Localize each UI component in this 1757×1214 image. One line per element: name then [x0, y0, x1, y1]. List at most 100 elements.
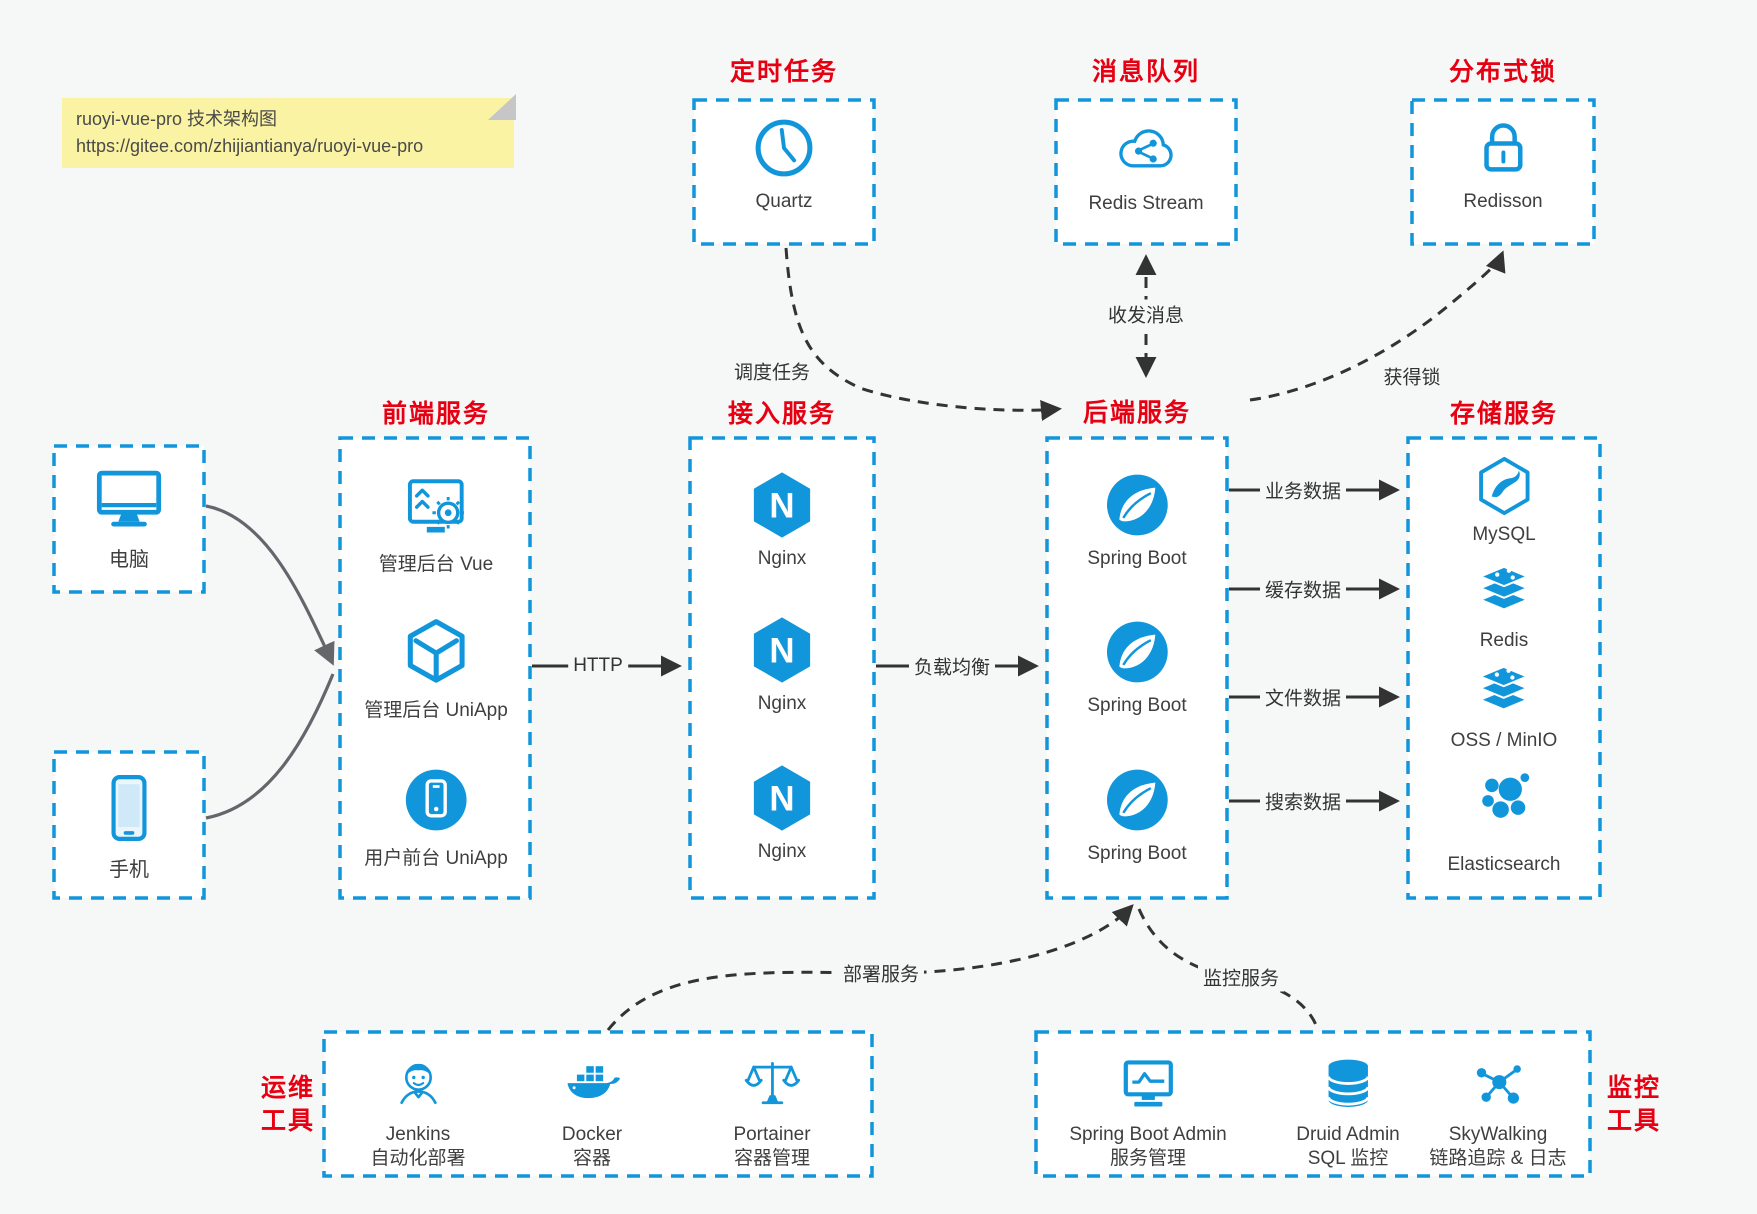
schedule-arrow [784, 247, 1062, 421]
node-label: Jenkins 自动化部署 [370, 1124, 466, 1169]
node-quartz: Quartz [748, 112, 820, 213]
spring-icon [1106, 769, 1168, 831]
group-title-backend: 后端服务 [1082, 399, 1192, 427]
node-label: SkyWalking 链路追踪 & 日志 [1429, 1124, 1567, 1169]
cloud-stream-icon [1118, 129, 1173, 168]
spring-icon [1106, 474, 1168, 536]
edge-label-messages: 收发消息 [1102, 299, 1190, 329]
node-label: Docker 容器 [561, 1124, 623, 1169]
node-label: Nginx [757, 841, 807, 862]
node-user-uniapp: 用户前台 UniApp [364, 764, 508, 870]
node-label: Redisson [1463, 191, 1543, 212]
note-title: ruoyi-vue-pro 技术架构图 [76, 109, 278, 129]
node-label: 用户前台 UniApp [364, 848, 508, 869]
svg-text:N: N [769, 486, 794, 525]
admin-vue-icon [408, 479, 465, 533]
edge-label-schedule: 调度任务 [728, 356, 816, 386]
druid-icon [1326, 1059, 1370, 1107]
skywalking-icon [1476, 1065, 1521, 1104]
group-title-gateway: 接入服务 [727, 400, 837, 428]
node-pc: 电脑 [91, 460, 167, 572]
ops-tools-label: 运维 工具 [260, 1074, 316, 1135]
sticky-note: ruoyi-vue-pro 技术架构图 https://gitee.com/zh… [62, 98, 514, 168]
jenkins-icon [399, 1063, 437, 1105]
node-label: Elasticsearch [1447, 854, 1561, 875]
node-portainer: Portainer 容器管理 [733, 1054, 811, 1171]
uniapp-cube-icon [407, 619, 465, 683]
node-nginx-1: N Nginx [746, 469, 818, 570]
edge-label-cache-data: 缓存数据 [1259, 574, 1347, 604]
node-jenkins: Jenkins 自动化部署 [370, 1054, 466, 1171]
node-label: Druid Admin SQL 监控 [1296, 1124, 1400, 1169]
lock-icon [1483, 123, 1523, 172]
node-label: Spring Boot [1087, 843, 1187, 864]
oss-icon [1479, 665, 1529, 711]
mobile-to-frontend-arrow [205, 673, 335, 820]
portainer-icon [744, 1061, 800, 1105]
node-nginx-3: N Nginx [746, 762, 818, 863]
clock-icon [755, 119, 813, 177]
node-spring-boot-3: Spring Boot [1087, 764, 1187, 865]
monitor-tools-label: 监控 工具 [1606, 1074, 1662, 1135]
node-label: 管理后台 UniApp [364, 700, 508, 721]
node-label: Spring Boot [1087, 695, 1187, 716]
redis-icon [1479, 565, 1529, 611]
edge-label-http: HTTP [568, 654, 628, 678]
pc-to-frontend-arrow [205, 504, 335, 666]
node-docker: Docker 容器 [562, 1054, 622, 1171]
desktop-icon [96, 470, 162, 527]
edge-label-business-data: 业务数据 [1259, 475, 1347, 505]
node-label: Redis [1479, 630, 1529, 651]
edge-label-search-data: 搜索数据 [1259, 786, 1347, 816]
spring-boot-admin-icon [1123, 1060, 1173, 1107]
node-mysql: MySQL [1472, 455, 1536, 546]
node-label: 电脑 [109, 549, 149, 571]
edge-label-deploy: 部署服务 [837, 958, 925, 988]
group-title-scheduled-task: 定时任务 [729, 58, 839, 86]
edge-label-load-balance: 负载均衡 [908, 651, 996, 681]
message-queue-box [1054, 98, 1238, 246]
svg-text:N: N [769, 779, 794, 818]
node-label: Quartz [755, 191, 813, 212]
node-label: Spring Boot [1087, 548, 1187, 569]
node-redis-stream: Redis Stream [1088, 114, 1204, 215]
note-fold-corner [488, 94, 516, 120]
node-label: Nginx [757, 693, 807, 714]
node-label: 手机 [109, 859, 149, 881]
node-label: Spring Boot Admin 服务管理 [1069, 1124, 1227, 1169]
group-title-distributed-lock: 分布式锁 [1448, 58, 1558, 86]
mysql-icon [1478, 456, 1530, 516]
note-url: https://gitee.com/zhijiantianya/ruoyi-vu… [76, 136, 424, 156]
spring-icon [1106, 621, 1168, 683]
node-nginx-2: N Nginx [746, 614, 818, 715]
node-skywalking: SkyWalking 链路追踪 & 日志 [1429, 1054, 1567, 1171]
node-label: MySQL [1472, 524, 1536, 545]
elasticsearch-icon [1481, 773, 1529, 818]
monitor-tools-box [1034, 1030, 1592, 1178]
node-oss-minio: OSS / MinIO [1451, 661, 1557, 752]
node-admin-vue: 管理后台 Vue [379, 470, 493, 576]
edge-label-file-data: 文件数据 [1259, 682, 1347, 712]
node-redis: Redis [1473, 561, 1535, 652]
node-druid-admin: Druid Admin SQL 监控 [1296, 1054, 1400, 1171]
node-mobile: 手机 [91, 770, 167, 882]
nginx-icon: N [753, 472, 811, 538]
node-label: Nginx [757, 548, 807, 569]
group-title-frontend: 前端服务 [381, 400, 491, 428]
svg-text:N: N [769, 631, 794, 670]
nginx-icon: N [753, 617, 811, 683]
node-admin-uniapp: 管理后台 UniApp [364, 616, 508, 722]
node-spring-boot-2: Spring Boot [1087, 616, 1187, 717]
phone-icon [111, 775, 147, 841]
node-spring-boot-1: Spring Boot [1087, 469, 1187, 570]
node-label: Portainer 容器管理 [733, 1124, 811, 1169]
node-redisson: Redisson [1463, 112, 1543, 213]
node-label: Redis Stream [1088, 193, 1204, 214]
edge-label-monitor: 监控服务 [1197, 962, 1285, 992]
node-spring-boot-admin: Spring Boot Admin 服务管理 [1069, 1054, 1227, 1171]
nginx-icon: N [753, 765, 811, 831]
docker-icon [567, 1066, 621, 1099]
group-title-message-queue: 消息队列 [1091, 58, 1201, 86]
node-elasticsearch: Elasticsearch [1448, 766, 1561, 876]
